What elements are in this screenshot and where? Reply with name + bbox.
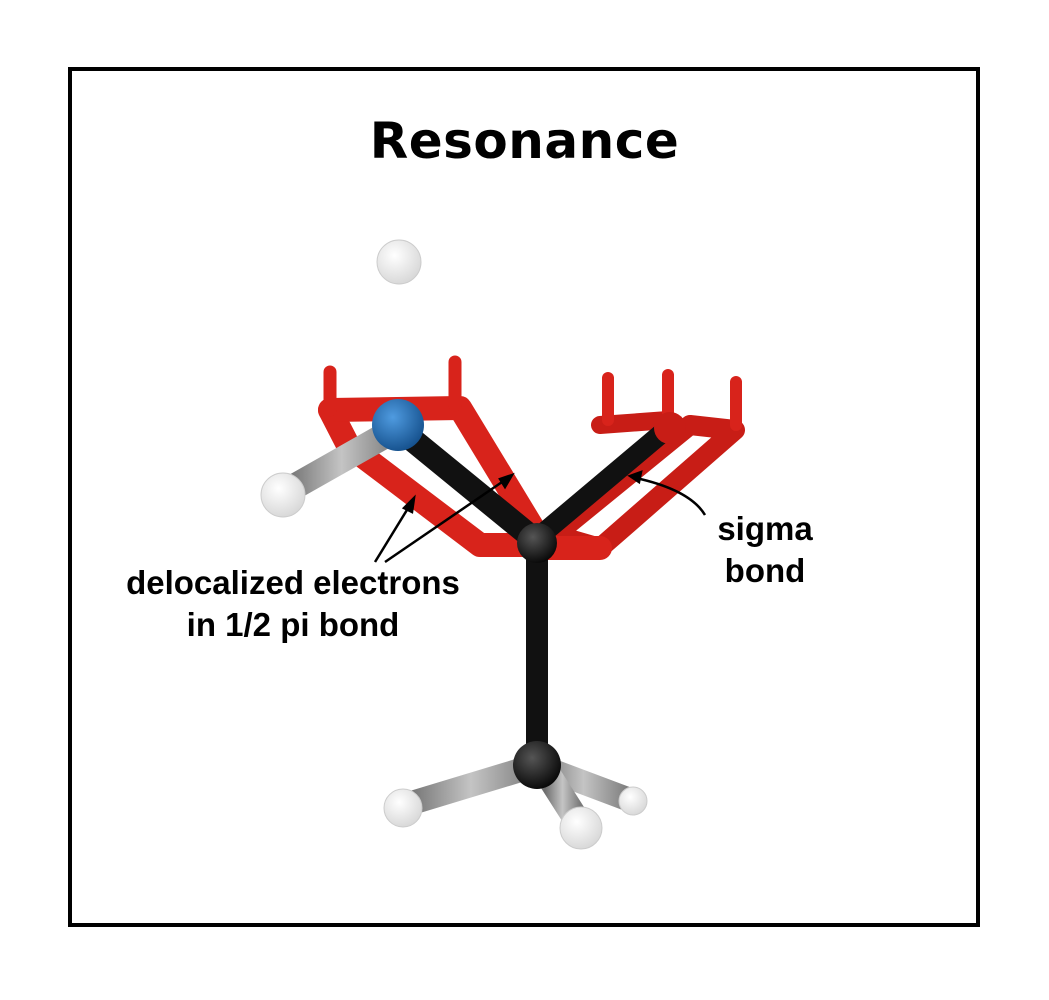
carbon-atom-upper (517, 523, 557, 563)
arrow-sigma (635, 476, 707, 516)
hydrogen-atoms (260, 239, 648, 850)
pi-bond-posts-left (323, 355, 462, 417)
delocalized-electrons-label: delocalized electrons in 1/2 pi bond (100, 562, 486, 646)
arrow-head-sigma (627, 470, 643, 485)
arrows (373, 470, 707, 564)
carbon-atom-lower (513, 741, 561, 789)
diagram-title: Resonance (369, 112, 680, 170)
arrow-head-pi-left (401, 494, 416, 514)
pi-bond-posts-right (602, 369, 742, 431)
pi-junction-right (654, 412, 686, 444)
arrow-head-pi-right (498, 472, 515, 490)
sigma-bonds (386, 416, 678, 771)
sigma-label-line1: sigma (717, 510, 813, 547)
arrow-pi-left (373, 504, 412, 563)
delocalized-label-line1: delocalized electrons (126, 564, 460, 601)
nitrogen-atom (372, 399, 424, 451)
arrow-pi-right (384, 478, 506, 564)
sigma-label-line2: bond (724, 552, 806, 589)
delocalized-label-line2: in 1/2 pi bond (186, 606, 400, 643)
sigma-bond-label: sigma bond (700, 508, 830, 592)
